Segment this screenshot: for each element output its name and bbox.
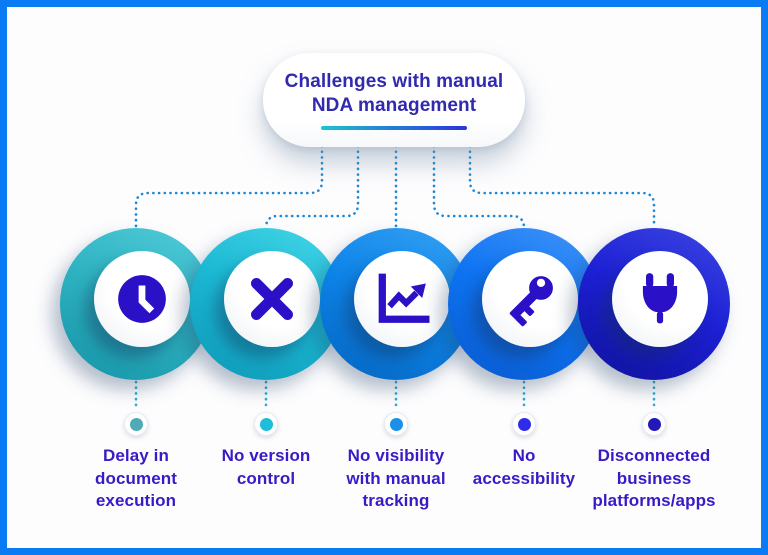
bullet-badge-5 xyxy=(642,412,666,436)
label-no-accessibility: No accessibility xyxy=(472,446,576,488)
cross-icon xyxy=(251,278,293,320)
disc-inner-circle xyxy=(94,251,190,347)
header-pill: Challenges with manual NDA management xyxy=(263,53,525,147)
challenge-disc-visibility xyxy=(320,228,472,380)
challenge-disc-disconnected xyxy=(578,228,730,380)
key-icon xyxy=(509,276,553,327)
bullet-badge-2 xyxy=(254,412,278,436)
connector-line-4 xyxy=(432,144,526,230)
line-chart-icon xyxy=(378,273,430,323)
label-no-version-control: No version control xyxy=(221,446,311,488)
disc-inner-circle xyxy=(612,251,708,347)
connector-line-1 xyxy=(134,144,324,229)
bullet-badge-1 xyxy=(124,412,148,436)
bullet-dot xyxy=(129,417,143,431)
bullet-badge-3 xyxy=(384,412,408,436)
label-disconnected-platforms-apps: Disconnected business platforms/apps xyxy=(592,446,716,511)
page-title: Challenges with manual NDA management xyxy=(284,71,504,116)
challenge-disc-accessibility xyxy=(448,228,600,380)
bullet-dot xyxy=(389,417,403,431)
disc-inner-circle xyxy=(224,251,320,347)
connector-line-2 xyxy=(264,144,360,230)
disc-inner-circle xyxy=(482,251,578,347)
bullet-dot xyxy=(647,417,661,431)
plug-icon xyxy=(642,273,678,324)
challenge-disc-delay xyxy=(60,228,212,380)
clock-icon xyxy=(118,275,166,323)
bullet-dot xyxy=(517,417,531,431)
bullet-badge-4 xyxy=(512,412,536,436)
label-no-visibility-manual-tracking: No visibility with manual tracking xyxy=(346,446,446,511)
challenge-disc-version xyxy=(190,228,342,380)
bullet-dot xyxy=(259,417,273,431)
connector-lines xyxy=(134,144,656,411)
connector-line-5 xyxy=(468,144,656,229)
disc-inner-circle xyxy=(354,251,450,347)
label-delay-in-document-execution: Delay in document execution xyxy=(94,446,178,511)
title-underline xyxy=(321,125,467,130)
